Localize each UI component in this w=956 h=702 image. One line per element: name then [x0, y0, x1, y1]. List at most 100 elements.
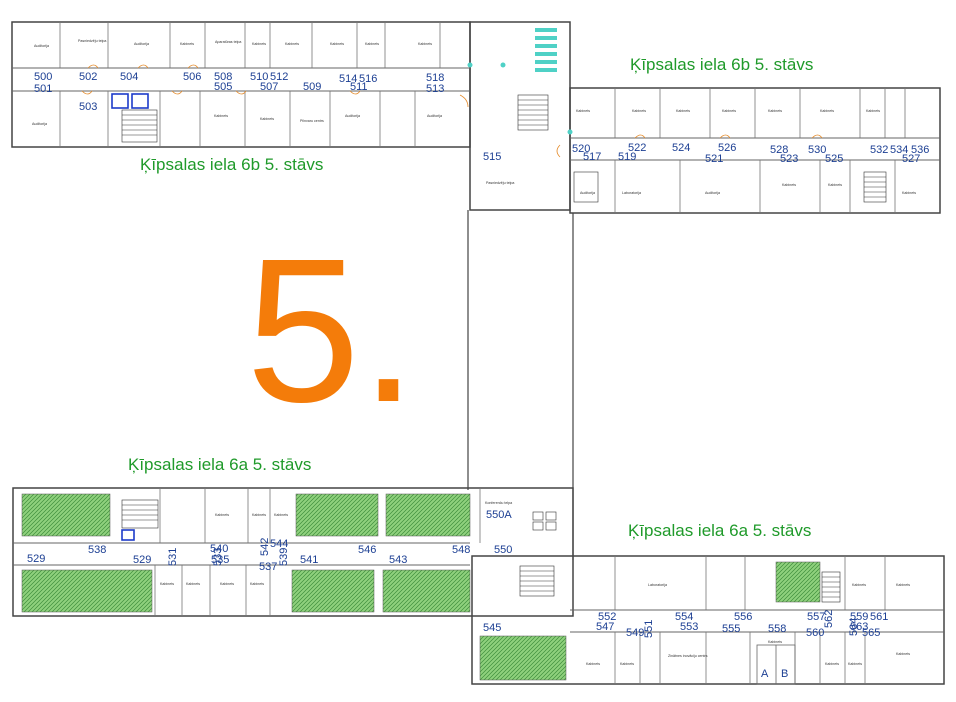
room-number: 545 [483, 622, 501, 634]
room-type-labels: Auditorija Pasniedzēju telpa Auditorija … [32, 39, 916, 666]
room-number: 500 [34, 71, 52, 83]
room-type-label: Kabinets [896, 583, 910, 587]
room-number: 532 [870, 144, 888, 156]
room-number: 559 [850, 611, 868, 623]
room-type-label: Kabinets [215, 513, 229, 517]
room-number: 508 [214, 71, 232, 83]
room-number: 541 [300, 554, 318, 566]
room-number: 507 [260, 81, 278, 93]
room-type-label: Kabinets [820, 109, 834, 113]
room-type-label: Kabinets [825, 662, 839, 666]
room-type-label: Konferenču telpa [485, 501, 512, 505]
room-number: 504 [120, 71, 138, 83]
room-number: 550A [486, 509, 512, 521]
room-number: 551 [643, 620, 655, 638]
room-type-label: Kabinets [365, 42, 379, 46]
room-type-label: Pilnvaru centrs [300, 119, 324, 123]
wing-letter-b: B [781, 668, 788, 680]
room-type-label: Kabinets [828, 183, 842, 187]
room-number: 535 [211, 554, 229, 566]
room-type-label: Kabinets [848, 662, 862, 666]
room-number: 520 [572, 143, 590, 155]
room-numbers-6b: 500 501 502 503 504 505 506 507 508 509 … [34, 71, 929, 165]
room-type-label: Kabinets [722, 109, 736, 113]
room-number: 554 [675, 611, 693, 623]
room-number: 510 [250, 71, 268, 83]
room-type-label: Kabinets [896, 652, 910, 656]
room-type-label: Kabinets [768, 109, 782, 113]
room-number: 528 [770, 144, 788, 156]
room-number: 553 [680, 621, 698, 633]
room-number: 502 [79, 71, 97, 83]
room-type-label: Kabinets [252, 42, 266, 46]
room-type-label: Kabinets [902, 191, 916, 195]
room-type-label: Kabinets [768, 640, 782, 644]
room-number: 526 [718, 142, 736, 154]
room-type-label: Kabinets [586, 662, 600, 666]
room-number: 534 [890, 144, 908, 156]
room-type-label: Kabinets [852, 583, 866, 587]
room-number: 538 [88, 544, 106, 556]
room-number: 503 [79, 101, 97, 113]
room-type-label: Kabinets [620, 662, 634, 666]
room-type-label: Kabinets [250, 582, 264, 586]
room-number: 505 [214, 81, 232, 93]
room-number: 511 [350, 81, 368, 93]
room-number: 525 [825, 153, 843, 165]
room-type-label: Kabinets [330, 42, 344, 46]
room-number: 560 [806, 627, 824, 639]
room-number: 501 [34, 83, 52, 95]
room-number: 540 [210, 543, 228, 555]
room-type-label: Auditorija [34, 44, 49, 48]
room-type-label: Auditorija [580, 191, 595, 195]
building-6b [11, 21, 941, 214]
room-number: 547 [596, 621, 614, 633]
room-number: 546 [358, 544, 376, 556]
room-number: 533 [212, 548, 224, 566]
room-type-label: Kabinets [186, 582, 200, 586]
room-number: 561 [870, 611, 888, 623]
room-number: 556 [734, 611, 752, 623]
room-type-label: Kabinets [632, 109, 646, 113]
room-number: 527 [902, 153, 920, 165]
room-number: 558 [768, 623, 786, 635]
building-label-6b-right: Ķīpsalas iela 6b 5. stāvs [630, 55, 814, 74]
room-type-label: Auditorija [32, 122, 47, 126]
room-number: 518 [426, 72, 444, 84]
room-type-label: Auditorija [705, 191, 720, 195]
room-number: 521 [705, 153, 723, 165]
building-label-6a-left: Ķīpsalas iela 6a 5. stāvs [128, 455, 312, 474]
building-label-6b-left: Ķīpsalas iela 6b 5. stāvs [140, 155, 324, 174]
room-number: 529 [27, 553, 45, 565]
room-number: 515 [483, 151, 501, 163]
room-type-label: Auditorija [427, 114, 442, 118]
room-number: 536 [911, 144, 929, 156]
room-number: 555 [722, 623, 740, 635]
room-type-label: Kabinets [418, 42, 432, 46]
room-number: 506 [183, 71, 201, 83]
room-number: 523 [780, 153, 798, 165]
room-number: 517 [583, 151, 601, 163]
room-type-label: Kabinets [220, 582, 234, 586]
room-number: 509 [303, 81, 321, 93]
room-number: 524 [672, 142, 690, 154]
room-number: 565 [862, 627, 880, 639]
room-type-label: Kabinets [866, 109, 880, 113]
room-type-label: Kabinets [782, 183, 796, 187]
room-number: 552 [598, 611, 616, 623]
room-type-label: Kabinets [214, 114, 228, 118]
room-number: 514 [339, 73, 357, 85]
room-number: 549 [626, 627, 644, 639]
room-type-label: Laboratorija [622, 191, 641, 195]
room-number: 539 [278, 548, 290, 566]
room-type-label: Kabinets [676, 109, 690, 113]
room-type-label: Kabinets [576, 109, 590, 113]
room-number: 519 [618, 151, 636, 163]
room-type-label: Kabinets [274, 513, 288, 517]
room-type-label: Pasniedzēju telpa [78, 39, 106, 43]
room-number: 537 [259, 561, 277, 573]
wing-letter-a: A [761, 668, 769, 680]
room-number: 513 [426, 83, 444, 95]
room-type-label: Pasniedzēju telpa [486, 181, 514, 185]
